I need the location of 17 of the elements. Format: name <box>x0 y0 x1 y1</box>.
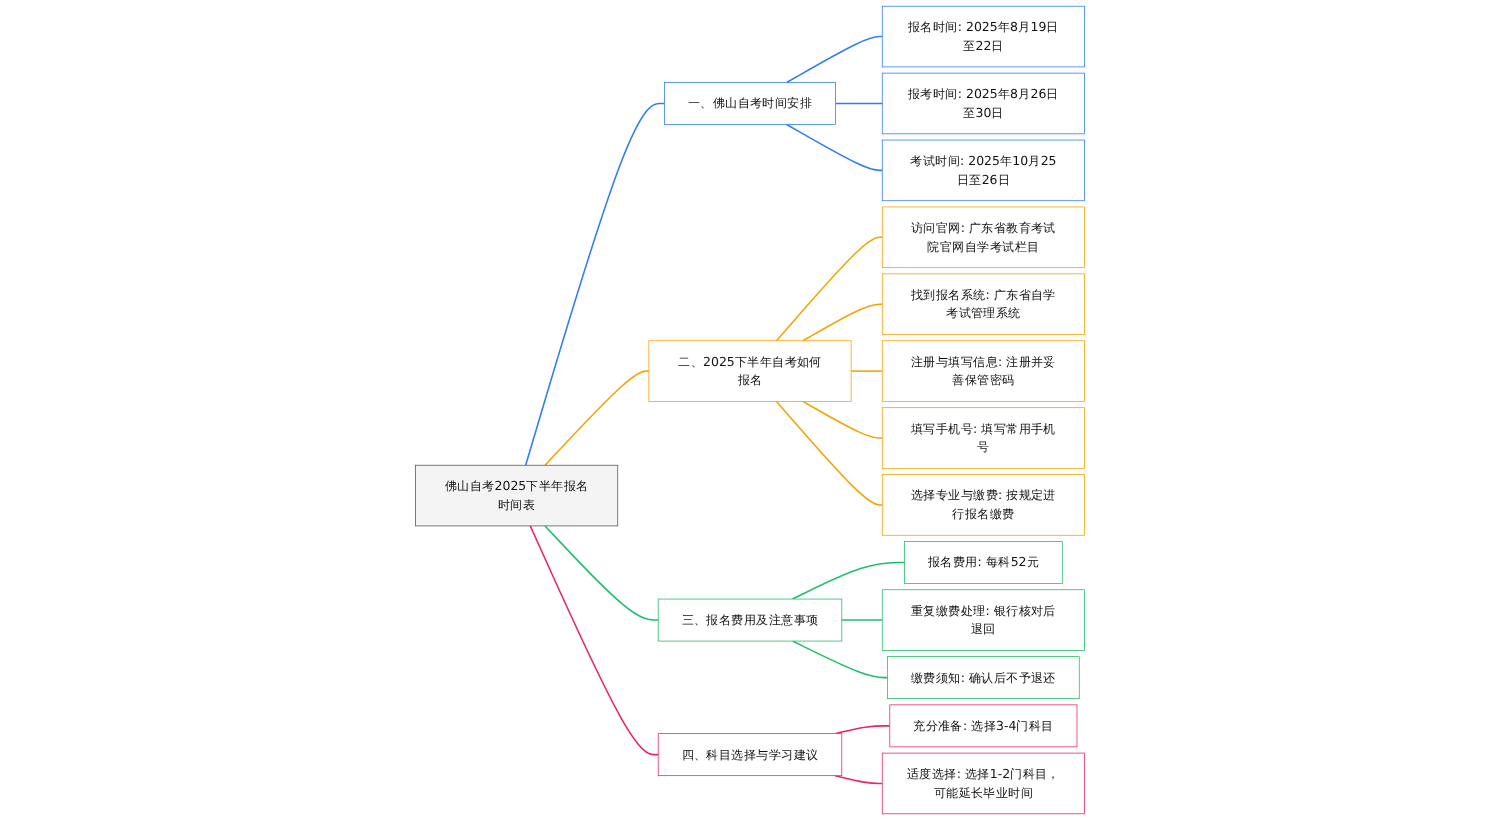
connector <box>791 561 906 600</box>
connector <box>850 370 884 372</box>
connector <box>834 725 891 735</box>
connector <box>841 619 884 621</box>
connector <box>802 400 884 439</box>
connector <box>524 102 666 466</box>
connector <box>802 303 884 342</box>
connector <box>785 35 884 84</box>
connector <box>791 640 889 679</box>
connector <box>785 123 884 172</box>
connector <box>834 774 884 785</box>
connector <box>834 102 884 105</box>
connector <box>775 236 884 342</box>
connector <box>544 525 659 621</box>
connector <box>529 525 659 756</box>
connector <box>544 370 650 466</box>
connector <box>775 400 884 506</box>
